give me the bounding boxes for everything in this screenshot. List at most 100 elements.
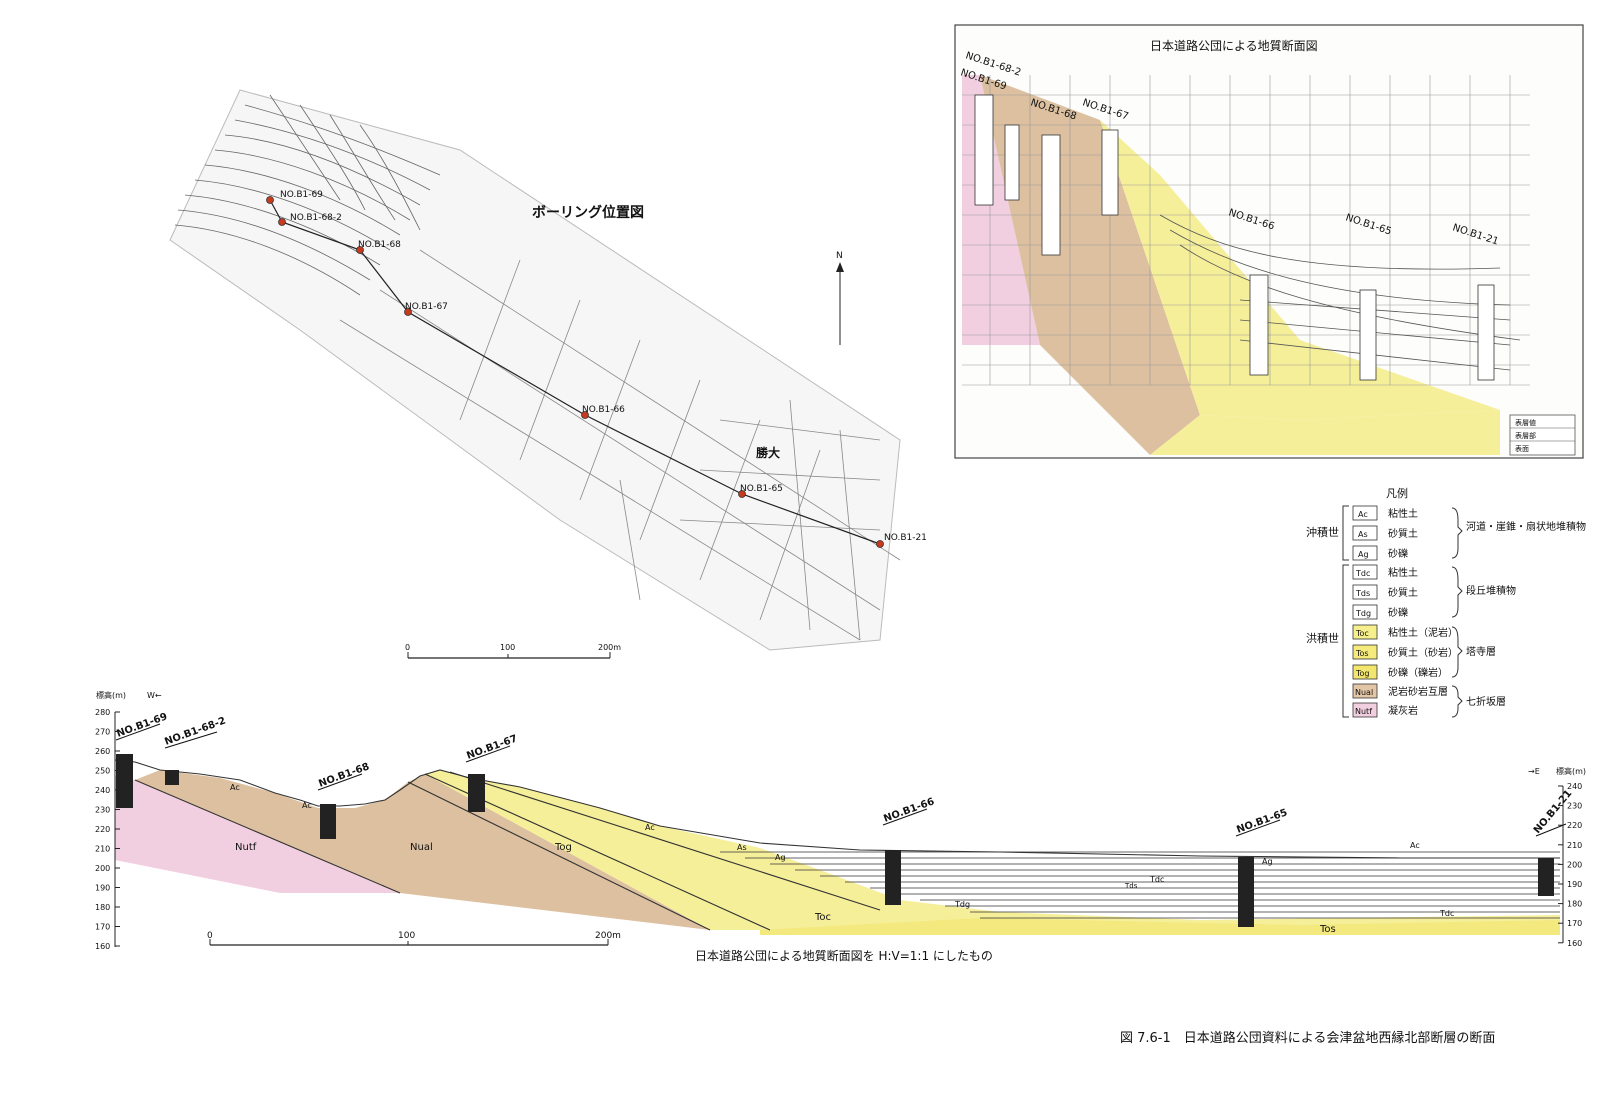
legend-code: Tog xyxy=(1355,669,1370,678)
legend-item: As 砂質土 xyxy=(1352,525,1418,541)
unit-label: Tdc xyxy=(1439,909,1454,918)
left-axis-tick-label: 250 xyxy=(95,767,110,776)
section-borehole-column xyxy=(885,850,901,905)
legend-name: 砂礫（礫岩） xyxy=(1388,666,1448,679)
legend-code: Ac xyxy=(1358,510,1368,519)
north-label: N xyxy=(836,251,843,261)
legend-name: 泥岩砂岩互層 xyxy=(1388,685,1448,698)
legend-name: 粘性土 xyxy=(1388,566,1418,579)
unit-label: Ac xyxy=(1410,841,1420,850)
legend-code: Nutf xyxy=(1355,707,1372,716)
map-borehole: NO.B1-68 xyxy=(356,240,401,254)
map-borehole: NO.B1-65 xyxy=(738,484,783,498)
left-axis-tick-label: 230 xyxy=(95,806,110,815)
cross-section: NO.B1-69 NO.B1-68-2 NO.B1-68 NO.B1-67 NO… xyxy=(95,690,1586,963)
map-borehole: NO.B1-69 xyxy=(266,190,323,204)
legend-group-label: 河道・崖錐・扇状地堆積物 xyxy=(1466,520,1586,533)
unit-label: Tog xyxy=(554,842,572,853)
legend-group-label: 七折坂層 xyxy=(1466,695,1506,708)
map-borehole: NO.B1-67 xyxy=(404,302,448,316)
left-axis-tick-label: 190 xyxy=(95,884,110,893)
right-axis-tick-label: 230 xyxy=(1567,802,1582,811)
map-borehole-label: NO.B1-65 xyxy=(740,484,783,494)
map-borehole-label: NO.B1-69 xyxy=(280,190,323,200)
east-label: →E xyxy=(1528,767,1540,776)
legend-code: Tdg xyxy=(1355,609,1371,618)
unit-label: Ag xyxy=(1262,857,1273,866)
section-borehole-column xyxy=(468,774,485,812)
section-borehole-label: NO.B1-65 xyxy=(1235,807,1289,836)
orig-table-row: 表層部 xyxy=(1515,431,1536,440)
unit-label: Tdc xyxy=(1149,875,1164,884)
map-borehole: NO.B1-21 xyxy=(876,533,927,548)
left-axis-tick-label: 160 xyxy=(95,942,110,951)
section-borehole-label: NO.B1-68-2 xyxy=(163,716,227,748)
section-scale-label: 0 xyxy=(207,931,213,941)
unit-label: Ac xyxy=(302,801,312,810)
left-elevation-axis: 標高(m) W← 2802702602502402302202102001901… xyxy=(95,690,162,951)
left-axis-tick-label: 210 xyxy=(95,845,110,854)
map-footprint xyxy=(169,89,901,651)
orig-nual-zone xyxy=(980,75,1200,455)
legend-era: 沖積世 xyxy=(1306,525,1339,539)
section-borehole-column xyxy=(116,754,133,808)
map-borehole-label: NO.B1-68 xyxy=(358,240,401,250)
map-title: ボーリング位置図 xyxy=(532,204,644,221)
unit-yellow-fill xyxy=(425,770,1560,935)
unit-label: Nutf xyxy=(235,842,257,853)
left-axis-tick-label: 170 xyxy=(95,923,110,932)
section-borehole-column xyxy=(1538,858,1554,896)
left-axis-tick-label: 200 xyxy=(95,864,110,873)
legend-code: Tdc xyxy=(1355,569,1370,578)
section-scale-label: 100 xyxy=(398,931,415,941)
unit-tos-fill xyxy=(760,918,1560,935)
section-caption: 日本道路公団による地質断面図を H:V=1:1 にしたもの xyxy=(695,948,993,963)
legend-item: Ag 砂礫 xyxy=(1352,545,1408,561)
legend-name: 砂質土 xyxy=(1388,527,1418,540)
town-label: 勝大 xyxy=(756,445,780,460)
map-scale-label: 0 xyxy=(405,643,410,652)
section-scale-label: 200m xyxy=(595,931,621,941)
west-label: W← xyxy=(147,691,162,700)
section-borehole-column xyxy=(320,804,336,839)
left-axis-tick-label: 180 xyxy=(95,903,110,912)
map-borehole-label: NO.B1-66 xyxy=(582,405,625,415)
legend-item: Tdc 粘性土 xyxy=(1352,564,1418,580)
right-axis-tick-label: 180 xyxy=(1567,900,1582,909)
unit-nutf-fill xyxy=(115,776,400,893)
section-borehole-column xyxy=(165,770,179,785)
section-borehole-label: NO.B1-69 xyxy=(115,711,169,740)
legend-era: 洪積世 xyxy=(1306,631,1339,645)
field-lines xyxy=(339,249,901,641)
legend-code: Nual xyxy=(1355,688,1373,697)
legend-name: 砂礫 xyxy=(1388,547,1408,560)
unit-label: Toc xyxy=(814,912,831,923)
right-axis-tick-label: 190 xyxy=(1567,880,1582,889)
right-axis-tick-label: 200 xyxy=(1567,860,1582,869)
orig-table-row: 表層値 xyxy=(1515,418,1536,427)
legend-name: 砂質土（砂岩） xyxy=(1388,646,1458,659)
legend-title: 凡例 xyxy=(1386,486,1408,500)
orig-borehole-logs xyxy=(974,94,1495,381)
unit-label: As xyxy=(737,843,747,852)
map-scale-label: 100 xyxy=(500,643,515,652)
legend-item: Nual 泥岩砂岩互層 xyxy=(1352,683,1448,699)
legend-name: 粘性土（泥岩） xyxy=(1388,626,1458,639)
legend-code: Toc xyxy=(1355,629,1369,638)
right-axis-tick-label: 220 xyxy=(1567,821,1582,830)
ground-surface xyxy=(114,759,1560,859)
unit-label: Ac xyxy=(230,783,240,792)
legend-name: 砂質土 xyxy=(1388,586,1418,599)
legend-code: Ag xyxy=(1358,550,1369,559)
unit-label: Tds xyxy=(1124,882,1138,890)
legend-name: 凝灰岩 xyxy=(1388,704,1418,717)
legend-code: As xyxy=(1358,530,1368,539)
section-scale-bar: 0 100 200m xyxy=(207,931,621,946)
north-arrow-icon: N xyxy=(836,251,844,345)
orig-table-row: 表面 xyxy=(1515,444,1529,453)
section-borehole-label-group xyxy=(115,723,1567,837)
map-borehole-label: NO.B1-68-2 xyxy=(290,213,342,223)
legend-name: 粘性土 xyxy=(1388,507,1418,520)
legend-item: Ac 粘性土 xyxy=(1352,505,1418,521)
